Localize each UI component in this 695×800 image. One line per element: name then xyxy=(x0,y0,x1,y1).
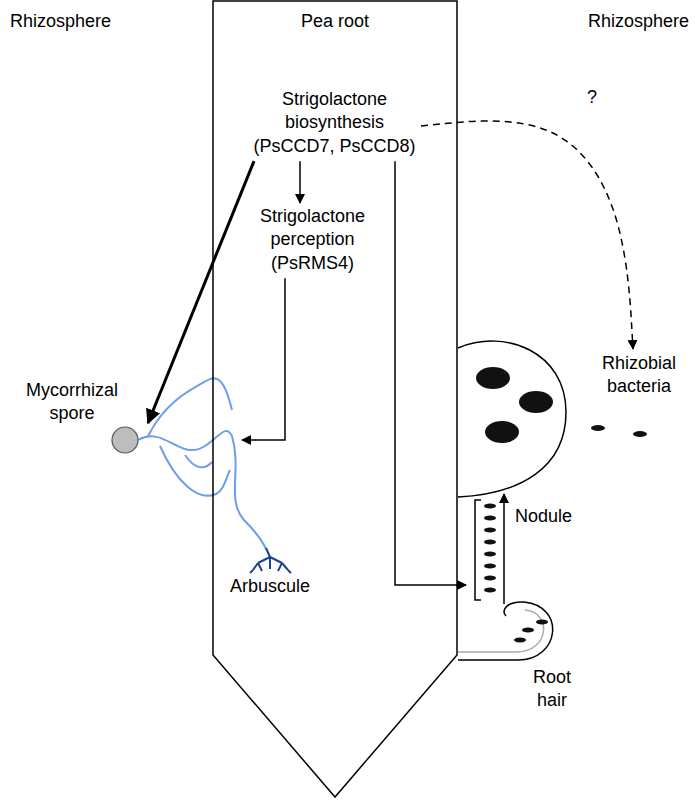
bracket xyxy=(475,500,481,600)
bacterium xyxy=(522,628,534,633)
node-text: Arbuscule xyxy=(225,545,315,598)
arrow xyxy=(148,161,254,423)
arbuscule-branches xyxy=(250,548,291,573)
node-text: Rhizobial bacteria xyxy=(588,352,690,399)
label-slot: Root hair xyxy=(527,666,577,713)
node-text: Strigolactone perception (PsRMS4) xyxy=(250,205,375,275)
bacteroid xyxy=(476,367,510,389)
node-text: Strigolactone biosynthesis (PsCCD7, PsCC… xyxy=(252,88,417,158)
spore: Mycorrhizal spore xyxy=(100,425,240,520)
process-label: Strigolactone perception (PsRMS4) xyxy=(250,205,375,275)
bacteria-label: Rhizobial bacteria xyxy=(588,352,690,399)
edge-label-slot: ? xyxy=(585,86,599,109)
connectors xyxy=(148,121,633,585)
node-text: Pea root xyxy=(212,0,458,33)
rhizobia xyxy=(591,425,647,437)
bacterium xyxy=(484,552,496,557)
hypha xyxy=(148,378,232,436)
node-text: Mycorrhizal spore xyxy=(12,379,132,426)
nodule: Nodule xyxy=(468,338,578,668)
arrow xyxy=(299,161,301,203)
hypha xyxy=(160,446,230,496)
arbuscule-shape xyxy=(225,545,315,575)
bacterium xyxy=(484,540,496,545)
nodule-outline xyxy=(458,341,566,497)
hypha xyxy=(232,436,266,549)
arbuscule: Arbuscule xyxy=(225,545,315,598)
edge-label: ? xyxy=(585,86,599,109)
bacterium xyxy=(536,620,548,625)
bacterium xyxy=(484,528,496,533)
region-label: Rhizosphere xyxy=(588,10,689,33)
root-outline xyxy=(213,1,457,797)
label-slot: Rhizosphere xyxy=(10,10,111,33)
root-hair-inner xyxy=(458,610,544,652)
spore-circle xyxy=(112,427,138,453)
infection-arrow xyxy=(503,494,505,604)
bacterium xyxy=(514,638,526,643)
bacterium xyxy=(484,576,496,581)
node-text: Nodule xyxy=(515,505,572,528)
nodule-shape xyxy=(468,338,578,668)
bacterium xyxy=(484,504,496,509)
hypha xyxy=(185,455,212,467)
label-slot: Rhizosphere xyxy=(588,10,689,33)
arrow xyxy=(242,278,285,440)
spore-shape xyxy=(100,425,240,520)
hypha xyxy=(138,431,232,450)
region-label: Rhizosphere xyxy=(10,10,111,33)
bacterium xyxy=(484,588,496,593)
process-label: Strigolactone biosynthesis (PsCCD7, PsCC… xyxy=(252,88,417,158)
bacteroid xyxy=(519,391,553,413)
region-label: Root hair xyxy=(527,666,577,713)
bacteroid xyxy=(485,421,519,443)
bacterium xyxy=(484,564,496,569)
dashed-arrow xyxy=(421,121,633,349)
bacterium xyxy=(591,425,605,431)
arrow xyxy=(395,161,466,585)
root-hair xyxy=(458,602,553,660)
bacterium xyxy=(484,516,496,521)
root-outline: Strigolactone biosynthesis (PsCCD7, PsCC… xyxy=(212,0,458,800)
bacterium xyxy=(633,431,647,437)
